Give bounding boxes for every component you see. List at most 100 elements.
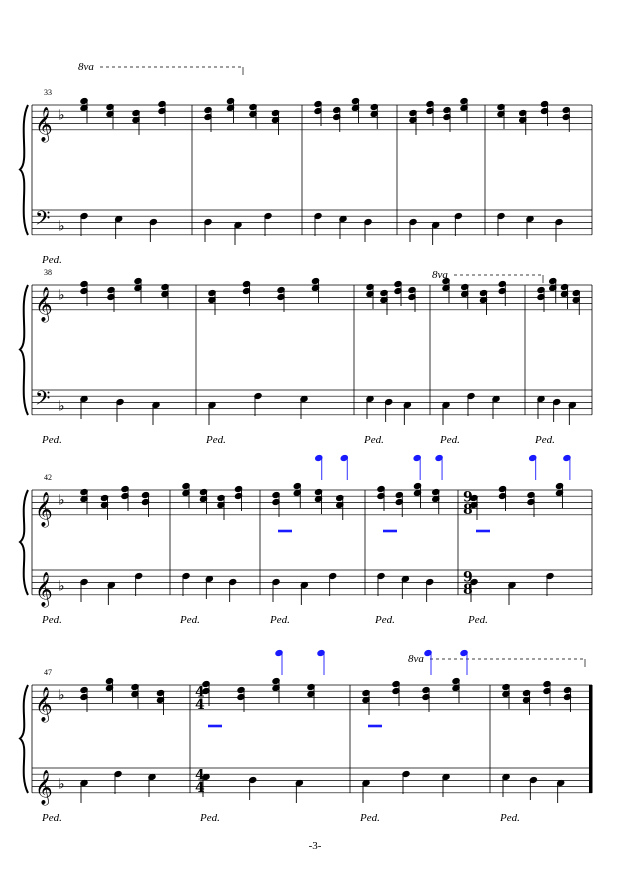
treble-notehead <box>307 683 315 691</box>
treble-notehead <box>452 677 460 685</box>
treble-notehead <box>293 482 302 490</box>
treble-notehead <box>498 280 507 288</box>
measure-number: 47 <box>44 668 52 677</box>
key-signature-flat: ♭ <box>58 107 65 123</box>
treble-notehead <box>80 686 88 694</box>
measure-number: 42 <box>44 473 52 482</box>
treble-notehead <box>132 109 140 117</box>
treble-notehead <box>366 283 374 291</box>
treble-notehead <box>460 97 468 105</box>
highlight-notehead <box>275 649 283 657</box>
pedal-marking: Ped. <box>269 614 290 626</box>
treble-notehead <box>560 283 569 291</box>
treble-notehead <box>395 491 404 499</box>
treble-notehead <box>121 485 129 493</box>
key-signature-flat: ♭ <box>58 219 65 235</box>
treble-notehead <box>362 689 370 697</box>
treble-notehead <box>332 106 341 114</box>
treble-notehead <box>527 491 535 499</box>
treble-notehead <box>392 680 400 688</box>
bass-clef: 𝄢 <box>35 207 50 235</box>
pedal-marking: Ped. <box>374 614 395 626</box>
time-signature-bottom: 4 <box>195 780 205 796</box>
treble-notehead <box>314 100 322 108</box>
treble-notehead <box>498 485 507 493</box>
system-brace <box>18 104 29 236</box>
treble-notehead <box>335 494 344 502</box>
bass-clef: 𝄞 <box>35 572 53 608</box>
treble-notehead <box>502 683 510 691</box>
treble-notehead <box>543 680 551 688</box>
key-signature-flat: ♭ <box>58 687 65 703</box>
treble-notehead <box>479 289 488 297</box>
treble-notehead <box>105 677 114 685</box>
highlight-notehead <box>424 649 432 657</box>
treble-notehead <box>204 106 212 114</box>
treble-notehead <box>548 277 557 285</box>
pedal-marking: Ped. <box>467 614 488 626</box>
treble-notehead <box>460 283 469 291</box>
treble-notehead <box>555 482 564 490</box>
treble-notehead <box>522 689 531 697</box>
treble-notehead <box>80 97 88 105</box>
treble-notehead <box>131 683 139 691</box>
treble-notehead <box>100 494 109 502</box>
time-signature-top: 4 <box>195 767 205 783</box>
treble-notehead <box>497 103 505 111</box>
treble-notehead <box>234 485 243 493</box>
treble-clef: 𝄞 <box>35 107 53 143</box>
final-barline <box>589 685 593 793</box>
treble-notehead <box>158 100 166 108</box>
system-brace <box>18 684 29 794</box>
system-brace <box>18 489 29 596</box>
key-signature-flat: ♭ <box>58 579 65 595</box>
treble-clef: 𝄞 <box>35 287 53 323</box>
time-signature-top: 9 <box>463 569 473 585</box>
treble-notehead <box>226 97 235 105</box>
treble-notehead <box>426 100 434 108</box>
treble-notehead <box>351 97 360 105</box>
treble-notehead <box>431 488 440 496</box>
highlight-notehead <box>528 454 537 462</box>
treble-notehead <box>518 109 527 117</box>
page-number: -3- <box>308 840 322 852</box>
ottava-marking: 8va <box>78 61 94 73</box>
time-signature-bottom: 8 <box>463 582 473 598</box>
highlight-notehead <box>460 649 468 657</box>
pedal-marking: Ped. <box>363 434 384 446</box>
treble-notehead <box>217 494 225 502</box>
key-signature-flat: ♭ <box>58 287 65 303</box>
highlight-notehead <box>340 454 349 462</box>
pedal-marking: Ped. <box>199 812 220 824</box>
treble-notehead <box>272 677 280 685</box>
measure-number: 33 <box>44 88 52 97</box>
treble-notehead <box>161 283 169 291</box>
treble-notehead <box>537 286 545 294</box>
bass-clef: 𝄢 <box>35 387 50 415</box>
treble-notehead <box>134 277 142 285</box>
time-signature-top: 9 <box>463 489 473 505</box>
treble-notehead <box>442 277 450 285</box>
treble-notehead <box>277 286 285 294</box>
treble-notehead <box>394 280 402 288</box>
treble-notehead <box>380 289 388 297</box>
highlight-notehead <box>563 454 571 462</box>
key-signature-flat: ♭ <box>58 492 65 508</box>
time-signature-bottom: 8 <box>463 502 473 518</box>
pedal-marking: Ped. <box>359 812 380 824</box>
treble-notehead <box>572 289 581 297</box>
treble-notehead <box>413 482 422 490</box>
pedal-marking: Ped. <box>41 812 62 824</box>
treble-notehead <box>370 103 379 111</box>
treble-notehead <box>311 277 320 285</box>
treble-notehead <box>408 286 416 294</box>
treble-notehead <box>242 280 251 288</box>
treble-notehead <box>377 485 385 493</box>
treble-notehead <box>199 488 208 496</box>
treble-notehead <box>80 488 88 496</box>
treble-notehead <box>202 680 210 688</box>
